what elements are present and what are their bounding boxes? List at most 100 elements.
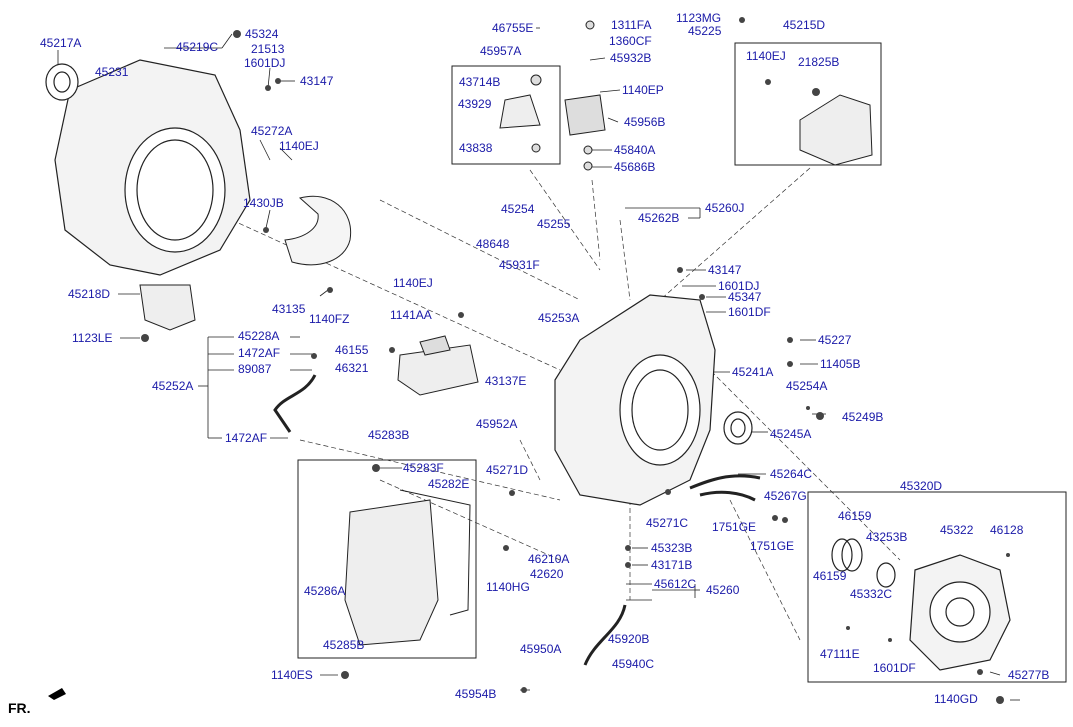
dashed-reference-lines	[209, 167, 901, 641]
label-45215D: 45215D	[783, 18, 826, 32]
label-45952A: 45952A	[476, 417, 518, 431]
label-45260: 45260	[706, 583, 740, 597]
oil-strainer-drawing	[397, 335, 479, 396]
label-1123LE: 1123LE	[72, 331, 113, 345]
bell-housing-drawing	[45, 59, 251, 276]
label-45218D: 45218D	[68, 287, 111, 301]
label-42620: 42620	[530, 567, 564, 581]
label-45241A: 45241A	[732, 365, 774, 379]
label-45950A: 45950A	[520, 642, 562, 656]
label-45260J: 45260J	[705, 201, 745, 215]
bracket-group-box	[734, 42, 882, 166]
label-46128: 46128	[990, 523, 1024, 537]
label-45231: 45231	[95, 65, 129, 79]
side-cover-drawing	[831, 538, 1011, 671]
label-45686B: 45686B	[614, 160, 656, 174]
label-45920B: 45920B	[608, 632, 650, 646]
label-45282E: 45282E	[428, 477, 470, 491]
label-46155: 46155	[335, 343, 369, 357]
label-1472AF-a: 1472AF	[238, 346, 281, 360]
mount-bracket-drawing	[139, 284, 196, 331]
label-1140EJ-c: 1140EJ	[393, 276, 433, 290]
label-45228A: 45228A	[238, 329, 280, 343]
label-45324: 45324	[245, 27, 279, 41]
label-48648: 48648	[476, 237, 510, 251]
label-1601DF-a: 1601DF	[728, 305, 771, 319]
label-45267G: 45267G	[764, 489, 807, 503]
label-1601DJ-b: 1601DJ	[718, 279, 760, 293]
label-45245A: 45245A	[770, 427, 812, 441]
label-45264C: 45264C	[770, 467, 813, 481]
label-45332C: 45332C	[850, 587, 893, 601]
label-45262B: 45262B	[638, 211, 680, 225]
fasteners-drawing	[141, 17, 1010, 704]
label-45271D: 45271D	[486, 463, 529, 477]
label-45347: 45347	[728, 290, 762, 304]
label-45286A: 45286A	[304, 584, 346, 598]
valve-body-drawing	[344, 489, 471, 646]
label-43171B: 43171B	[651, 558, 693, 572]
label-45255: 45255	[537, 217, 571, 231]
label-1751GE-b: 1751GE	[750, 539, 795, 553]
label-45219C: 45219C	[176, 40, 219, 54]
label-45272A: 45272A	[251, 124, 293, 138]
label-43929: 43929	[458, 97, 492, 111]
label-46159-b: 46159	[813, 569, 847, 583]
side-cover-group-box	[807, 491, 1067, 683]
label-45940C: 45940C	[612, 657, 655, 671]
label-45227: 45227	[818, 333, 852, 347]
label-1360CF: 1360CF	[609, 34, 652, 48]
label-43714B: 43714B	[459, 75, 501, 89]
label-43838: 43838	[459, 141, 493, 155]
label-46159-a: 46159	[838, 509, 872, 523]
label-1140ES: 1140ES	[271, 668, 313, 682]
label-1751GE-a: 1751GE	[712, 520, 757, 534]
pipes-drawing	[273, 374, 761, 666]
label-45271C: 45271C	[646, 516, 689, 530]
label-1472AF-b: 1472AF	[225, 431, 268, 445]
label-43137E: 43137E	[485, 374, 527, 388]
label-45285B: 45285B	[323, 638, 365, 652]
label-43147-a: 43147	[300, 74, 334, 88]
label-45249B: 45249B	[842, 410, 884, 424]
label-45277B: 45277B	[1008, 668, 1050, 682]
label-1311FA: 1311FA	[611, 18, 652, 32]
label-45252A: 45252A	[152, 379, 194, 393]
label-45956B: 45956B	[624, 115, 666, 129]
label-45957A: 45957A	[480, 44, 522, 58]
label-1601DF-b: 1601DF	[873, 661, 916, 675]
label-1140EP: 1140EP	[622, 83, 664, 97]
label-45954B: 45954B	[455, 687, 497, 701]
label-45320D: 45320D	[900, 479, 943, 493]
label-21825B: 21825B	[798, 55, 840, 69]
label-45254A: 45254A	[786, 379, 828, 393]
label-43253B: 43253B	[866, 530, 908, 544]
bracket-drawing	[799, 94, 873, 166]
label-45612C: 45612C	[654, 577, 697, 591]
label-45253A: 45253A	[538, 311, 580, 325]
label-1123MG: 1123MG	[676, 11, 722, 25]
label-21513: 21513	[251, 42, 285, 56]
label-47111E: 47111E	[820, 647, 860, 661]
label-45323B: 45323B	[651, 541, 693, 555]
label-1140EJ-a: 1140EJ	[279, 139, 319, 153]
label-46210A: 46210A	[528, 552, 570, 566]
label-46321: 46321	[335, 361, 369, 375]
label-45217A: 45217A	[40, 36, 82, 50]
label-11405B: 11405B	[820, 357, 861, 371]
heat-shield-drawing	[284, 195, 352, 266]
label-43135: 43135	[272, 302, 306, 316]
label-89087: 89087	[238, 362, 272, 376]
front-direction-arrow-icon	[48, 688, 66, 700]
label-45283F: 45283F	[403, 461, 444, 475]
label-1140GD: 1140GD	[934, 692, 978, 706]
label-45225: 45225	[688, 24, 722, 38]
sensor-group-box	[451, 65, 561, 165]
label-1601DJ-a: 1601DJ	[244, 56, 286, 70]
label-1140HG: 1140HG	[486, 580, 530, 594]
label-46755E: 46755E	[492, 21, 534, 35]
label-1140FZ: 1140FZ	[309, 312, 350, 326]
label-45283B: 45283B	[368, 428, 410, 442]
label-1430JB: 1430JB	[243, 196, 284, 210]
